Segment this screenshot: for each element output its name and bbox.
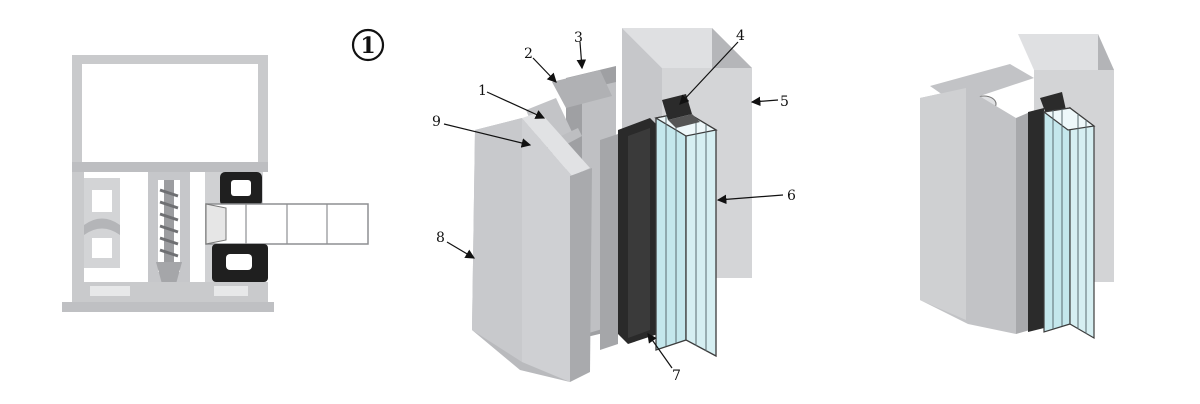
exploded-3d-view: [472, 28, 752, 382]
assembled-glass-unit: [1042, 106, 1096, 340]
callout-7: 7: [672, 368, 681, 384]
gasket-icon: [600, 118, 660, 350]
section-base-flange: [62, 302, 274, 312]
callout-2: 2: [524, 46, 533, 62]
section-left-leg: [72, 172, 84, 307]
cross-section-view: [62, 55, 369, 312]
gasket-lower-icon: [212, 244, 268, 282]
callout-3: 3: [574, 30, 583, 46]
section-bottom-slot-right: [214, 286, 248, 296]
assembled-3d-view: [920, 34, 1114, 340]
gasket-upper-icon: [220, 172, 262, 206]
callout-6: 6: [787, 188, 796, 204]
section-left-web: [84, 218, 120, 235]
section-mid-plate: [72, 162, 268, 172]
callout-9: 9: [432, 114, 441, 130]
section-top-hollow: [82, 64, 258, 162]
callout-labels: 1 2 3 4 5 6 7 8 9: [432, 28, 796, 384]
callout-5: 5: [780, 94, 789, 110]
glass-panel-section: [205, 203, 369, 245]
callout-1: 1: [478, 83, 487, 99]
gasket-icon: [1028, 108, 1044, 332]
top-clamp-icon: [1040, 92, 1066, 114]
screw-icon: [156, 180, 182, 284]
section-bottom-slot-left: [90, 286, 130, 296]
section-left-slot-upper: [92, 190, 112, 212]
assembled-cover-edge: [1016, 112, 1030, 334]
section-left-slot-lower: [92, 238, 112, 258]
callout-4: 4: [736, 28, 745, 44]
figure-badge-number: 1: [360, 33, 375, 59]
assembled-front-cover-left: [920, 88, 966, 320]
bracket: [552, 70, 612, 108]
figure-badge: 1: [351, 28, 385, 62]
callout-leaders: [443, 41, 784, 369]
callout-8: 8: [436, 230, 445, 246]
front-cover: [472, 112, 592, 382]
glass-unit: [654, 110, 718, 358]
assembled-frame-top: [1018, 34, 1114, 70]
